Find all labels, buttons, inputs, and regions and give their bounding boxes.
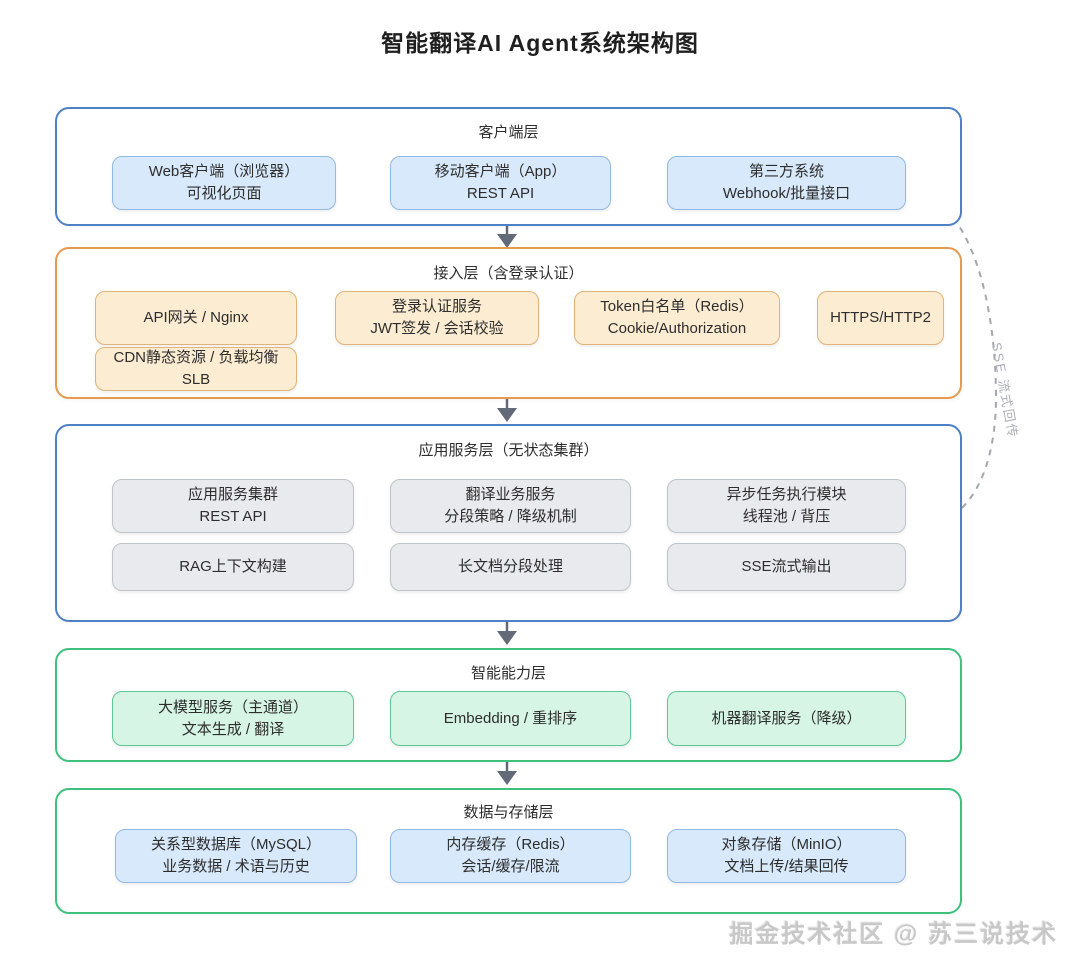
- layer-ai-capability: 智能能力层 大模型服务（主通道） 文本生成 / 翻译 Embedding / 重…: [55, 648, 962, 762]
- node-third-party-line2: Webhook/批量接口: [722, 185, 851, 202]
- layer-ai-capability-title: 智能能力层: [470, 665, 546, 682]
- flow-arrow-access-to-app: [497, 396, 517, 422]
- node-translation-service: 翻译业务服务 分段策略 / 降级机制: [390, 479, 631, 533]
- node-rag-context: RAG上下文构建: [112, 543, 354, 591]
- sse-backflow-label: SSE 流式回传: [988, 341, 1021, 440]
- node-mysql: 关系型数据库（MySQL） 业务数据 / 术语与历史: [115, 829, 357, 883]
- flow-arrow-ai-to-data: [497, 759, 517, 785]
- node-app-cluster: 应用服务集群 REST API: [112, 479, 354, 533]
- node-long-doc-segmentation: 长文档分段处理: [390, 543, 631, 591]
- node-cdn-slb: CDN静态资源 / 负载均衡SLB: [95, 347, 297, 391]
- node-token-whitelist-line1: Token白名单（Redis）: [600, 298, 754, 316]
- node-redis-cache: 内存缓存（Redis） 会话/缓存/限流: [390, 829, 631, 883]
- node-mobile-client: 移动客户端（App） REST API: [390, 156, 611, 210]
- node-sse-output: SSE流式输出: [667, 543, 906, 591]
- node-redis-cache-line2: 会话/缓存/限流: [461, 858, 560, 875]
- node-redis-cache-line1: 内存缓存（Redis）: [446, 836, 575, 854]
- node-app-cluster-line1: 应用服务集群: [187, 486, 278, 504]
- node-web-client: Web客户端（浏览器） 可视化页面: [112, 156, 336, 210]
- node-mysql-line2: 业务数据 / 术语与历史: [162, 858, 310, 875]
- node-auth-service: 登录认证服务 JWT签发 / 会话校验: [335, 291, 539, 345]
- node-llm-service-line1: 大模型服务（主通道）: [157, 698, 308, 716]
- node-async-task-line2: 线程池 / 背压: [742, 508, 831, 525]
- page-title: 智能翻译AI Agent系统架构图: [381, 30, 699, 56]
- node-machine-translation-line1: 机器翻译服务（降级）: [711, 709, 862, 727]
- node-https-http2: HTTPS/HTTP2: [817, 291, 944, 345]
- layer-data-storage: 数据与存储层 关系型数据库（MySQL） 业务数据 / 术语与历史 内存缓存（R…: [55, 788, 962, 914]
- node-cdn-slb-line1: CDN静态资源 / 负载均衡SLB: [113, 349, 279, 388]
- node-mysql-line1: 关系型数据库（MySQL）: [150, 836, 321, 854]
- layer-app-service: 应用服务层（无状态集群） 应用服务集群 REST API 翻译业务服务 分段策略…: [55, 424, 962, 622]
- node-api-gateway: API网关 / Nginx: [95, 291, 297, 345]
- node-token-whitelist-line2: Cookie/Authorization: [607, 320, 747, 337]
- node-long-doc-line1: 长文档分段处理: [457, 558, 563, 576]
- node-auth-service-line1: 登录认证服务: [391, 298, 482, 316]
- flow-arrow-app-to-ai: [497, 619, 517, 645]
- node-async-task-module: 异步任务执行模块 线程池 / 背压: [667, 479, 906, 533]
- node-async-task-line1: 异步任务执行模块: [726, 486, 847, 504]
- node-minio-line2: 文档上传/结果回传: [724, 858, 849, 875]
- node-third-party-system: 第三方系统 Webhook/批量接口: [667, 156, 906, 210]
- layer-client-title: 客户端层: [478, 124, 539, 141]
- node-web-client-line2: 可视化页面: [186, 185, 262, 202]
- node-sse-output-line1: SSE流式输出: [741, 558, 832, 576]
- watermark-text: 掘金技术社区 @ 苏三说技术: [729, 921, 1058, 948]
- node-minio-line1: 对象存储（MinIO）: [721, 836, 852, 854]
- node-machine-translation: 机器翻译服务（降级）: [667, 691, 906, 746]
- node-llm-service: 大模型服务（主通道） 文本生成 / 翻译: [112, 691, 354, 746]
- layer-app-service-title: 应用服务层（无状态集群）: [418, 442, 599, 459]
- node-embedding-rerank: Embedding / 重排序: [390, 691, 631, 746]
- layer-data-storage-title: 数据与存储层: [463, 804, 554, 821]
- node-web-client-line1: Web客户端（浏览器）: [148, 163, 300, 181]
- node-embedding-line1: Embedding / 重排序: [443, 709, 578, 727]
- node-https-http2-line1: HTTPS/HTTP2: [830, 309, 931, 327]
- node-third-party-line1: 第三方系统: [748, 163, 824, 181]
- node-llm-service-line2: 文本生成 / 翻译: [181, 720, 285, 738]
- node-translation-service-line2: 分段策略 / 降级机制: [444, 508, 577, 525]
- node-app-cluster-line2: REST API: [199, 508, 267, 525]
- node-rag-context-line1: RAG上下文构建: [179, 558, 287, 576]
- node-mobile-client-line2: REST API: [466, 185, 535, 202]
- node-translation-service-line1: 翻译业务服务: [465, 486, 556, 504]
- node-mobile-client-line1: 移动客户端（App）: [434, 163, 567, 181]
- node-api-gateway-line1: API网关 / Nginx: [143, 309, 249, 327]
- layer-access-title: 接入层（含登录认证）: [433, 265, 584, 282]
- node-minio-storage: 对象存储（MinIO） 文档上传/结果回传: [667, 829, 906, 883]
- layer-client: 客户端层 Web客户端（浏览器） 可视化页面 移动客户端（App） REST A…: [55, 107, 962, 226]
- node-auth-service-line2: JWT签发 / 会话校验: [370, 320, 504, 337]
- node-token-whitelist: Token白名单（Redis） Cookie/Authorization: [574, 291, 780, 345]
- layer-access: 接入层（含登录认证） API网关 / Nginx 登录认证服务 JWT签发 / …: [55, 247, 962, 399]
